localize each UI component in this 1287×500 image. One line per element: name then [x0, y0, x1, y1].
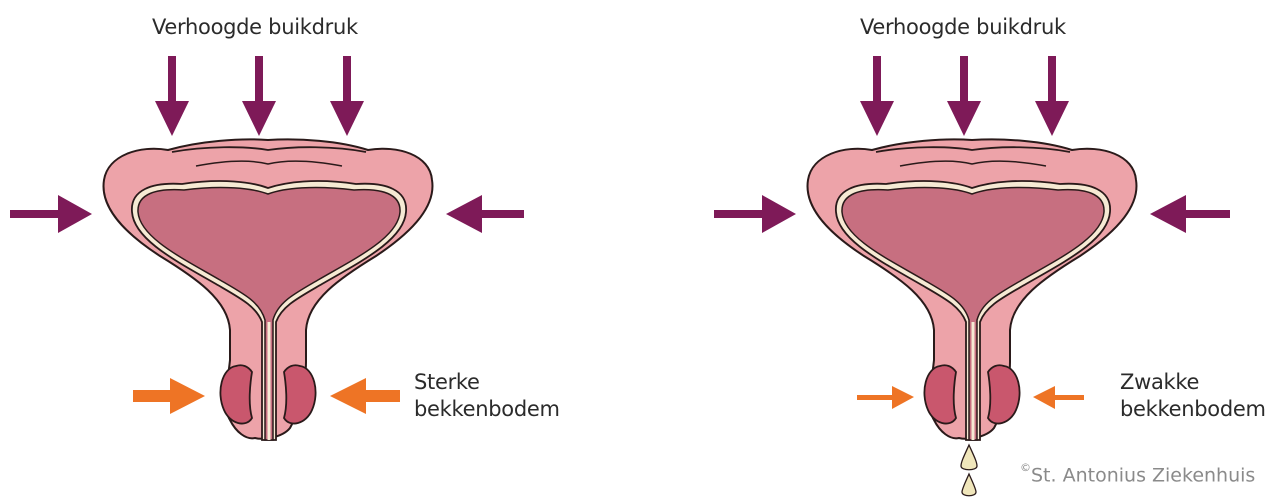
- right-pressure-arrow-3: [1035, 56, 1069, 136]
- right-pelvic-arrow-left: [857, 386, 914, 409]
- right-pressure-arrow-1: [860, 56, 894, 136]
- left-side-arrow-in-right: [446, 195, 524, 233]
- left-side-arrow-in-left: [10, 195, 92, 233]
- right-bladder: [807, 139, 1136, 440]
- urine-drop-1: [961, 445, 977, 470]
- left-pressure-arrow-1: [155, 56, 189, 136]
- urine-drop-2: [962, 474, 976, 496]
- left-pressure-arrow-3: [330, 56, 364, 136]
- left-pelvic-arrow-right: [330, 378, 400, 414]
- right-side-arrow-in-left: [714, 195, 796, 233]
- right-pressure-arrow-2: [947, 56, 981, 136]
- right-side-arrow-in-right: [1150, 195, 1230, 233]
- left-pelvic-arrow-left: [133, 378, 205, 414]
- right-pelvic-arrow-right: [1033, 386, 1084, 409]
- left-pressure-arrow-2: [242, 56, 276, 136]
